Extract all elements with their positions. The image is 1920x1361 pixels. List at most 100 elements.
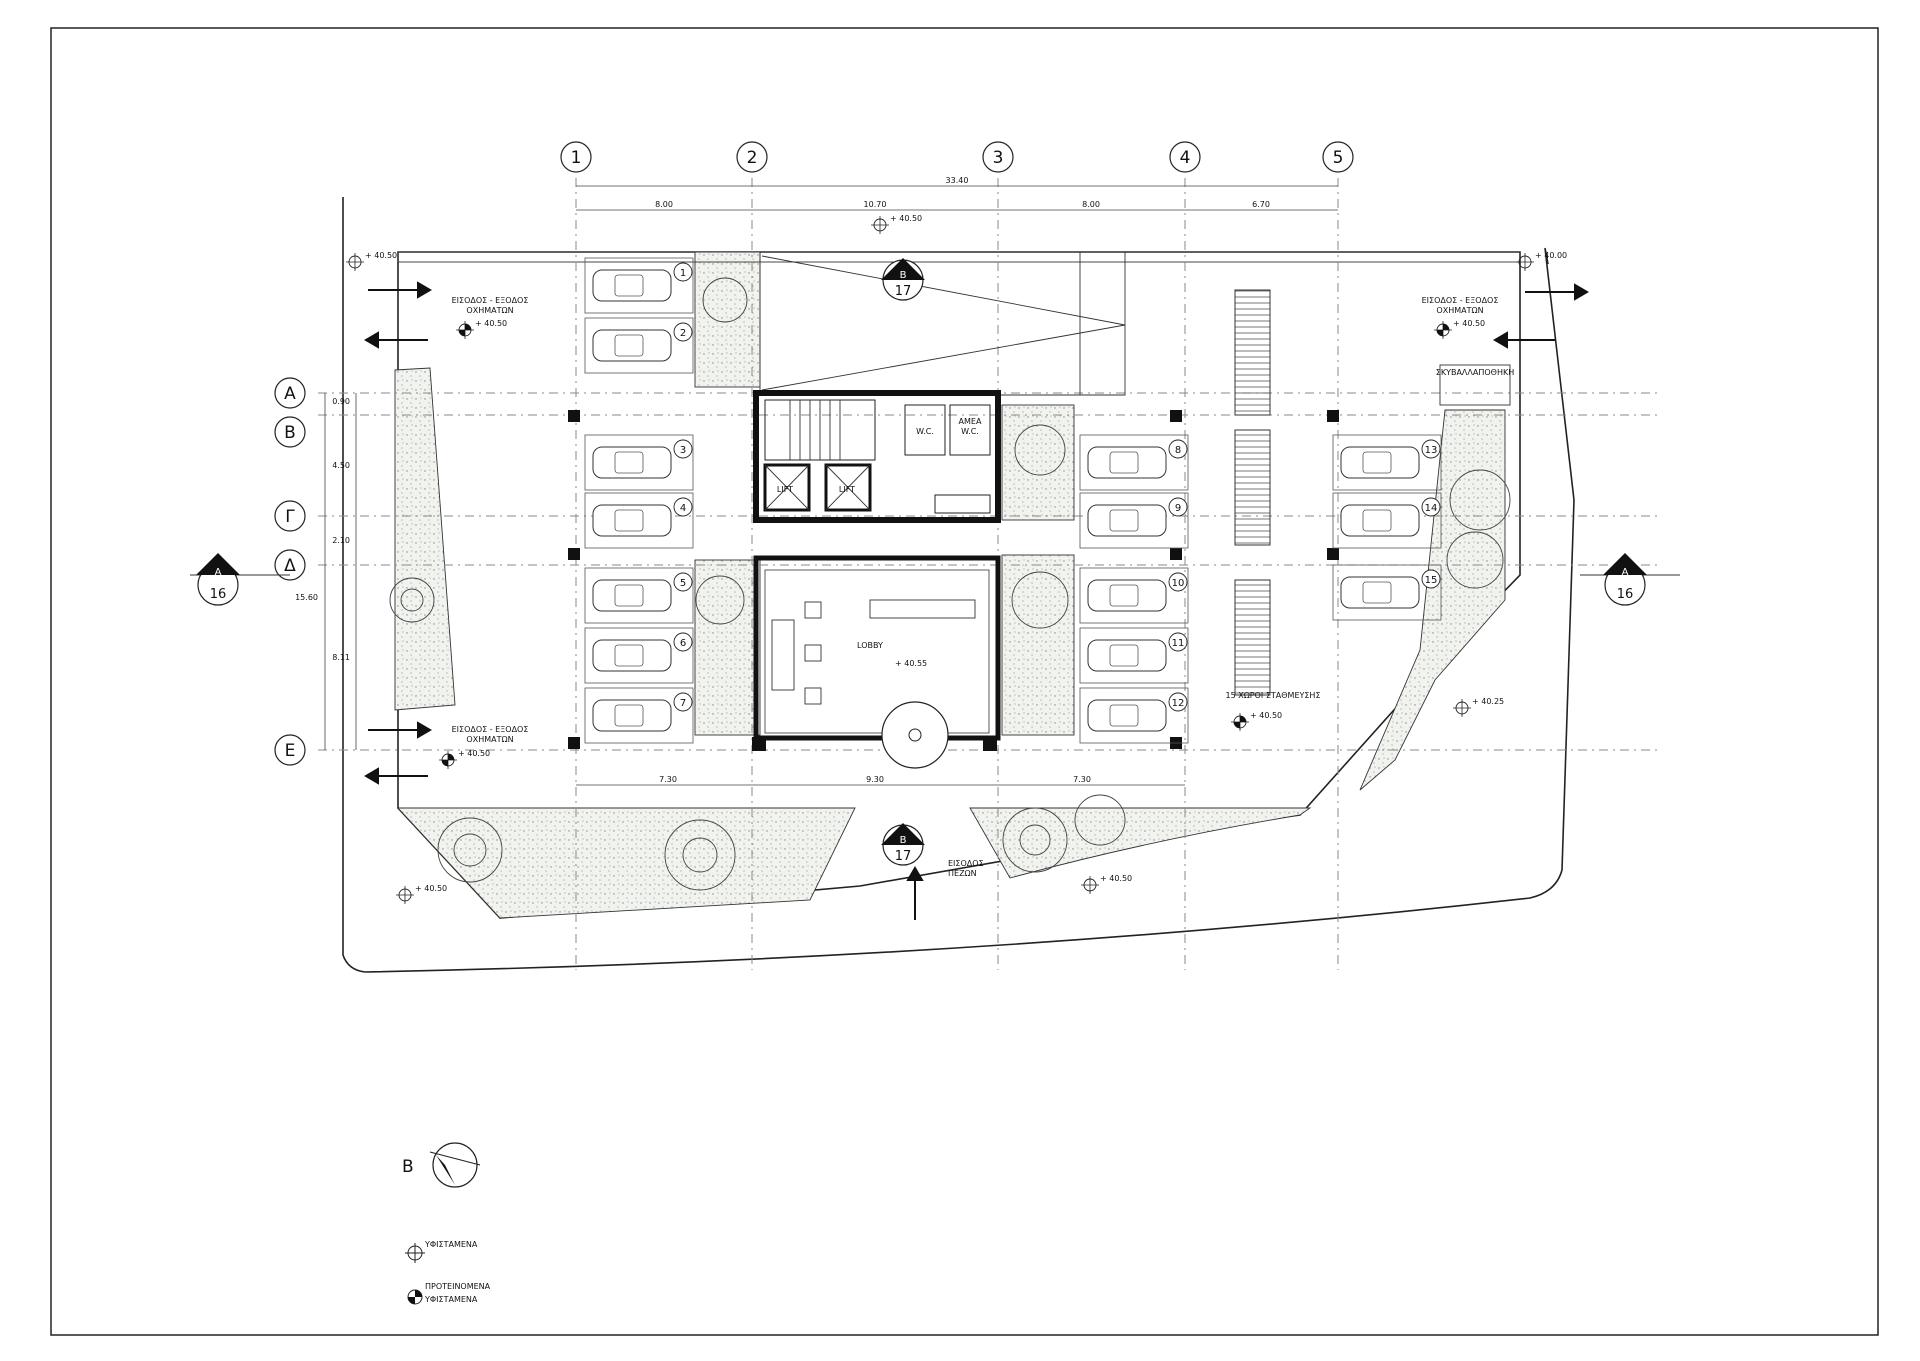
svg-text:9.30: 9.30 [866,775,884,784]
svg-text:10.70: 10.70 [864,200,887,209]
grid-bubble-gamma: Γ [274,500,306,532]
grid-bubbles-numbers: 1 2 3 4 5 [560,141,1354,173]
svg-text:2.10: 2.10 [332,536,350,545]
grid-bubble-4: 4 [1169,141,1201,173]
core: LIFT LIFT ΑΜΕΑ W.C. W.C. [753,390,1001,523]
grid-bubble-3: 3 [982,141,1014,173]
parking-space-4: 4 [584,492,694,549]
section-marker-b-bottom: Β 17 [881,823,925,866]
parking-number: 12 [1172,698,1185,709]
legend-proposed-symbol [407,1289,423,1305]
parking-space-2: 2 [584,317,694,374]
svg-text:W.C.: W.C. [916,427,934,436]
level-marker-parking: + 40.50 [1231,711,1282,731]
svg-text:LIFT: LIFT [777,485,793,494]
tree-symbols [389,277,1511,891]
level-value: + 40.50 [475,319,507,328]
planting-strip-3 [1001,404,1075,521]
svg-text:ΟΧΗΜΑΤΩΝ: ΟΧΗΜΑΤΩΝ [466,306,513,315]
level-marker-bottom-center: + 40.50 [1081,874,1132,894]
parking-space-3: 3 [584,434,694,491]
svg-text:ΑΜΕΑ: ΑΜΕΑ [959,417,982,426]
level-value: + 40.50 [415,884,447,893]
parking-space-8: 8 [1079,434,1189,491]
car-icon [1087,579,1167,612]
svg-text:4.50: 4.50 [332,461,350,470]
car-icon [592,579,672,612]
dimension-left: 0.90 4.50 2.10 8.11 15.60 [295,393,357,750]
parking-number: 14 [1425,503,1438,514]
car-icon [592,699,672,732]
legend-existing-symbol [405,1243,425,1263]
planting-strip-1 [694,251,761,388]
parking-space-9: 9 [1079,492,1189,549]
grid-bubbles-letters: Α Β Γ Δ Ε [274,377,306,766]
parking-space-1: 1 [584,257,694,314]
level-value: + 40.50 [1100,874,1132,883]
grid-bubble-1: 1 [560,141,592,173]
car-icon [592,504,672,537]
svg-text:ΟΧΗΜΑΤΩΝ: ΟΧΗΜΑΤΩΝ [466,735,513,744]
planting-bed-left [394,367,456,711]
dimension-top: 33.40 8.00 10.70 8.00 6.70 [576,176,1338,211]
level-marker-bottom-left: + 40.50 [396,884,447,904]
level-marker-entry-left-bottom: + 40.50 [439,749,490,769]
level-value: + 40.25 [1472,697,1504,706]
level-value: + 40.50 [458,749,490,758]
car-icon [592,639,672,672]
car-icon [1087,639,1167,672]
parking-number: 13 [1425,445,1438,456]
svg-text:ΠΡΟΤΕΙΝΟΜΕΝΑ: ΠΡΟΤΕΙΝΟΜΕΝΑ [425,1282,491,1291]
parking-number: 5 [680,578,686,589]
svg-text:2: 2 [747,148,758,168]
parking-number: 15 [1425,575,1438,586]
parking-space-5: 5 [584,567,694,624]
svg-text:+ 40.55: + 40.55 [895,659,927,668]
svg-text:15.60: 15.60 [295,593,318,602]
svg-text:Α: Α [1622,567,1629,578]
svg-text:4: 4 [1180,148,1191,168]
level-value: + 40.50 [1453,319,1485,328]
svg-text:Α: Α [284,384,296,404]
planting-bed-right [1359,409,1506,791]
parking-space-10: 10 [1079,567,1189,624]
parking-number: 3 [680,445,686,456]
vehicle-arrows [364,281,1589,920]
parking-space-7: 7 [584,687,694,744]
svg-text:LOBBY: LOBBY [857,641,883,650]
grid-bubble-alpha: Α [274,377,306,409]
svg-text:7.30: 7.30 [659,775,677,784]
grid-bubble-beta: Β [274,416,306,448]
svg-text:5: 5 [1333,148,1344,168]
planting-strip-4 [1001,554,1075,736]
svg-text:17: 17 [895,849,912,864]
svg-text:0.90: 0.90 [332,397,350,406]
level-marker-top-right: + 40.00 [1516,251,1567,271]
car-icon [1340,576,1420,609]
svg-text:Δ: Δ [284,556,296,576]
grid-bubble-2: 2 [736,141,768,173]
north-wall [397,251,1521,263]
car-icon [1087,504,1167,537]
car-icon [592,446,672,479]
svg-text:W.C.: W.C. [961,427,979,436]
parking-space-6: 6 [584,627,694,684]
svg-text:ΕΙΣΟΔΟΣ - ΕΞΟΔΟΣ: ΕΙΣΟΔΟΣ - ΕΞΟΔΟΣ [1422,296,1499,305]
car-icon [1340,504,1420,537]
level-value: + 40.50 [890,214,922,223]
parking-number: 7 [680,698,686,709]
svg-text:Β: Β [284,423,296,443]
plot-boundary [342,197,1575,973]
car-icon [1340,446,1420,479]
grid-bubble-delta: Δ [274,549,306,581]
columns [568,410,1339,751]
level-marker-right-mid: + 40.25 [1453,697,1504,717]
grid-bubble-epsilon: Ε [274,734,306,766]
svg-text:ΕΙΣΟΔΟΣ - ΕΞΟΔΟΣ: ΕΙΣΟΔΟΣ - ΕΞΟΔΟΣ [452,296,529,305]
parking-space-15: 15 [1332,564,1442,621]
sheet-border [50,27,1879,1336]
parking-number: 4 [680,503,686,514]
svg-text:Ε: Ε [285,741,296,761]
car-icon [592,329,672,362]
level-value: + 40.00 [1535,251,1567,260]
